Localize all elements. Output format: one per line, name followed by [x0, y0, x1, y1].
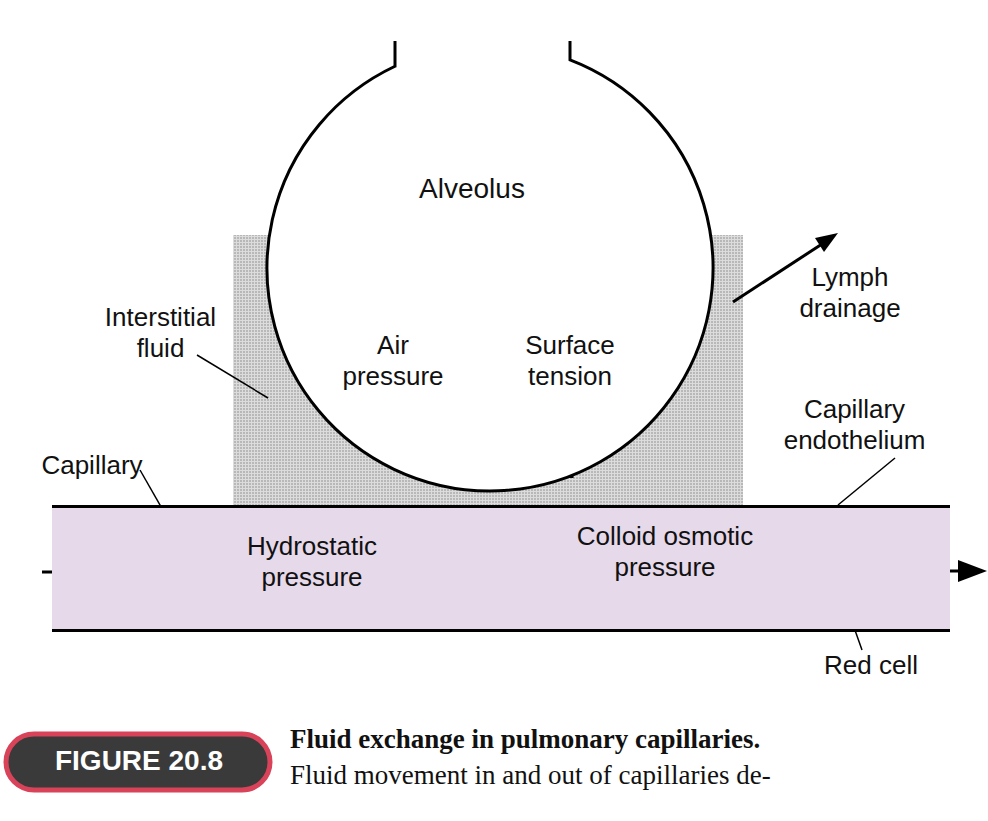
figure-caption: Fluid exchange in pulmonary capillaries.: [290, 724, 760, 755]
leader-line: [197, 355, 268, 398]
leader-line: [838, 458, 895, 505]
force-label: Hydrostatic pressure: [232, 531, 392, 593]
figure-number: FIGURE 20.8: [14, 745, 264, 776]
part-label: Capillary: [22, 450, 162, 481]
force-label: Air pressure: [328, 330, 458, 392]
shape-title: Alveolus: [402, 173, 542, 204]
force-label: Surface tension: [500, 330, 640, 392]
part-label: Red cell: [806, 650, 936, 681]
caption-text: Fluid movement in and out of capillaries…: [290, 760, 980, 791]
alveolus-circle: AlveolusAir pressure Surface tension: [265, 43, 715, 493]
part-label: Interstitial fluid: [88, 302, 233, 364]
figure-badge: [6, 734, 270, 790]
alveolus-outline: [265, 43, 715, 493]
alveolus-wall: [267, 41, 713, 491]
part-label: Capillary endothelium: [752, 394, 957, 456]
part-label: Lymph drainage: [775, 262, 925, 324]
lymph-arrow-head: [815, 233, 838, 252]
flow-arrow-head: [958, 560, 987, 582]
force-label: Colloid osmotic pressure: [545, 521, 785, 583]
capillary-band: Hydrostatic pressure Colloid osmotic pres…: [52, 505, 950, 632]
